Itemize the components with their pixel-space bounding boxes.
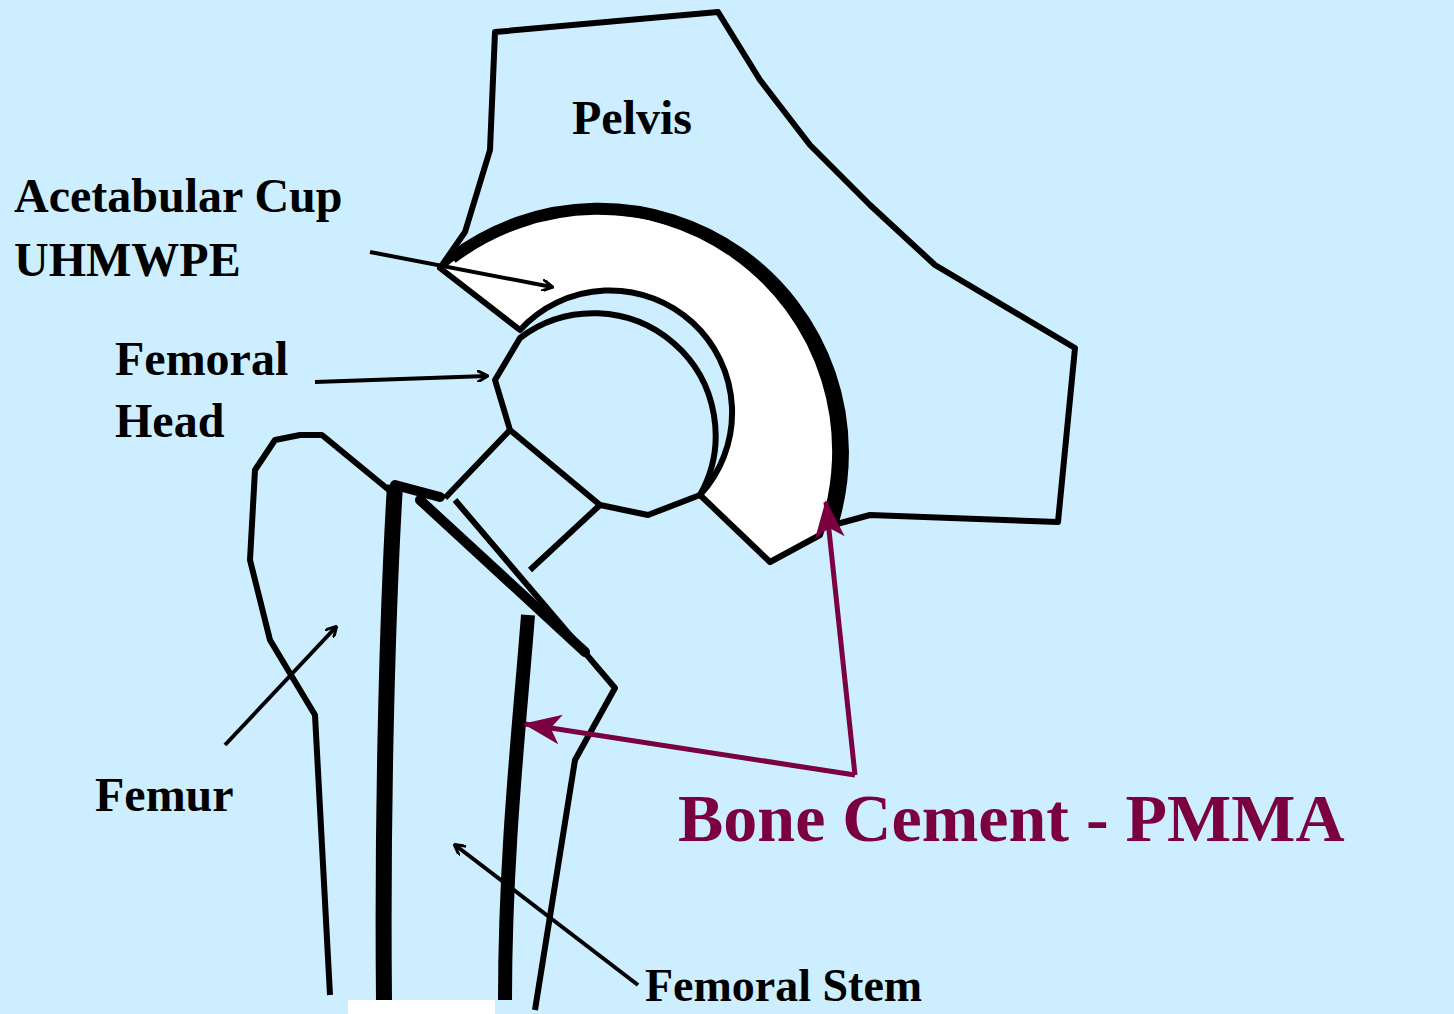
part-label: Femur	[95, 765, 234, 825]
femoral-stem	[395, 485, 585, 652]
stem-left-edge	[384, 485, 395, 1000]
leader-line	[826, 502, 855, 775]
material-label: Bone Cement - PMMA	[678, 778, 1345, 858]
bone-section	[348, 1000, 495, 1014]
leader-line	[315, 376, 487, 382]
leader-line	[370, 252, 552, 287]
part-label: Pelvis	[572, 88, 692, 148]
femur-outline	[250, 435, 395, 995]
leader-line	[455, 845, 638, 985]
acetabular-cup	[440, 211, 835, 562]
leader-line	[225, 627, 336, 745]
stem-right-edge	[505, 615, 528, 1000]
part-label: Femoral Head	[115, 328, 325, 452]
femoral-head	[495, 313, 716, 515]
leader-line	[525, 724, 855, 775]
part-label: Femoral Stem	[645, 962, 922, 1010]
cement-layer-stem	[455, 500, 615, 1010]
part-label: Acetabular Cup UHMWPE	[14, 164, 404, 292]
cement-layer-cup	[452, 209, 843, 525]
